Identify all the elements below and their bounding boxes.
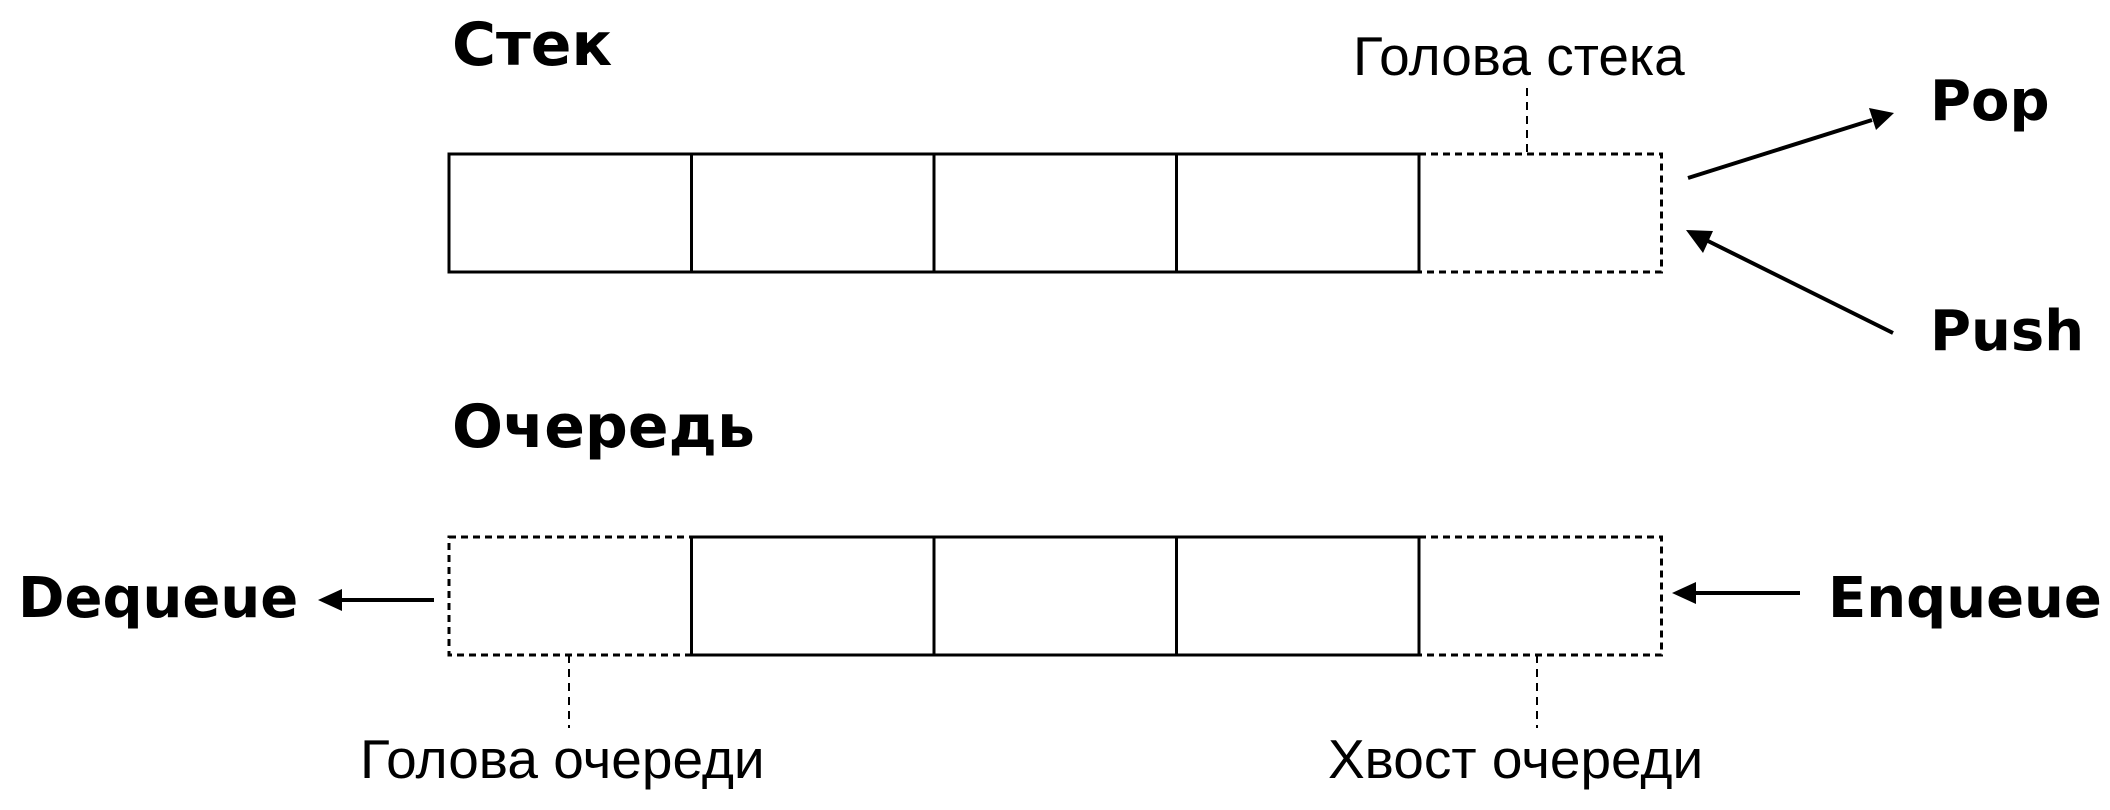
queue-cell-5-dashed: [1417, 535, 1663, 657]
queue-cell-3: [932, 535, 1178, 657]
queue-cells: [447, 535, 1663, 657]
queue-tail-label: Хвост очереди: [1328, 728, 1703, 790]
queue-head-label: Голова очереди: [360, 728, 765, 790]
stack-title: Стек: [452, 10, 612, 80]
queue-cell-2: [690, 535, 936, 657]
queue-title: Очередь: [452, 392, 755, 462]
pop-arrowhead: [1869, 108, 1894, 130]
stack-cell-5-dashed: [1417, 152, 1663, 274]
stack-cell-1: [447, 152, 693, 274]
stack-cell-2: [690, 152, 936, 274]
pop-arrow-line: [1687, 118, 1873, 180]
enqueue-label: Enqueue: [1828, 566, 2102, 631]
stack-cell-3: [932, 152, 1178, 274]
dequeue-label: Dequeue: [18, 566, 298, 631]
enqueue-arrowhead: [1672, 582, 1696, 604]
pop-label: Pop: [1930, 69, 2050, 134]
stack-head-label: Голова стека: [1353, 25, 1685, 87]
stack-cell-4: [1175, 152, 1421, 274]
stack-cells: [447, 152, 1663, 274]
queue-cell-4: [1175, 535, 1421, 657]
push-arrow-line: [1707, 239, 1894, 335]
push-label: Push: [1930, 299, 2084, 364]
queue-cell-1-dashed: [447, 535, 693, 657]
push-arrowhead: [1686, 230, 1713, 253]
dequeue-arrowhead: [318, 589, 342, 611]
